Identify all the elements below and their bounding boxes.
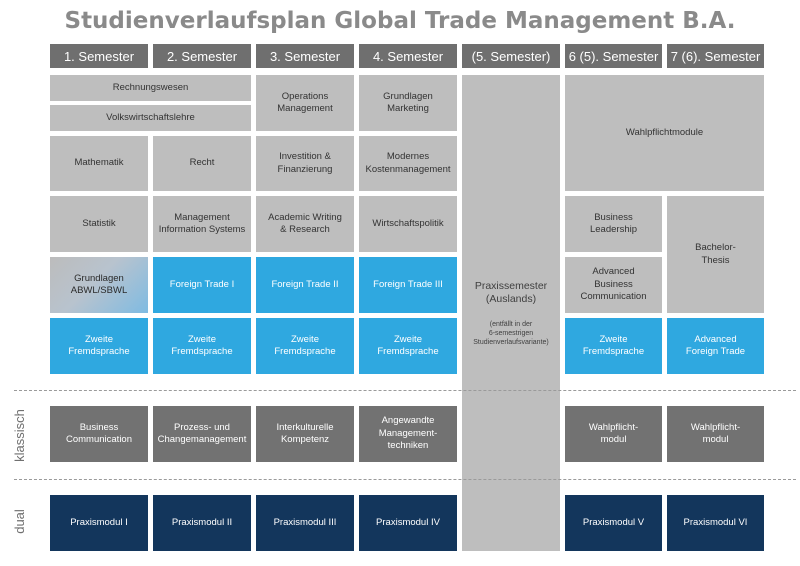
module-foreign-trade-2: Foreign Trade II <box>256 257 354 313</box>
module-kostenmanagement: Modernes Kostenmanagement <box>359 136 457 191</box>
module-wahlpflichtmodule: Wahlpflichtmodule <box>565 75 764 191</box>
module-rechnungswesen: Rechnungswesen <box>50 75 251 101</box>
module-foreign-trade-1: Foreign Trade I <box>153 257 251 313</box>
klassisch-module-3: Interkulturelle Kompetenz <box>256 406 354 462</box>
dual-praxismodul-2: Praxismodul II <box>153 495 251 551</box>
module-zweite-fremdsprache-2: Zweite Fremdsprache <box>153 318 251 374</box>
header-semester-2: 2. Semester <box>153 44 251 68</box>
module-zweite-fremdsprache-1: Zweite Fremdsprache <box>50 318 148 374</box>
praxissemester-note: (entfällt in der 6-semestrigen Studienve… <box>473 320 549 346</box>
module-zweite-fremdsprache-3: Zweite Fremdsprache <box>256 318 354 374</box>
module-business-leadership: Business Leadership <box>565 196 662 252</box>
header-semester-5: (5. Semester) <box>462 44 560 68</box>
module-volkswirtschaftslehre: Volkswirtschaftslehre <box>50 105 251 131</box>
klassisch-module-2: Prozess- und Changemanagement <box>153 406 251 462</box>
module-advanced-foreign-trade: Advanced Foreign Trade <box>667 318 764 374</box>
track-label-klassisch: klassisch <box>11 408 27 462</box>
track-label-dual: dual <box>11 508 27 534</box>
praxissemester-label: Praxissemester (Auslands) <box>474 279 548 305</box>
module-management-information-systems: Management Information Systems <box>153 196 251 252</box>
module-zweite-fremdsprache-4: Zweite Fremdsprache <box>359 318 457 374</box>
module-statistik: Statistik <box>50 196 148 252</box>
module-investition-finanzierung: Investition & Finanzierung <box>256 136 354 191</box>
dual-praxismodul-1: Praxismodul I <box>50 495 148 551</box>
module-bachelor-thesis: Bachelor- Thesis <box>667 196 764 313</box>
module-wirtschaftspolitik: Wirtschaftspolitik <box>359 196 457 252</box>
dual-praxismodul-6: Praxismodul VI <box>667 495 764 551</box>
module-recht: Recht <box>153 136 251 191</box>
module-zweite-fremdsprache-6: Zweite Fremdsprache <box>565 318 662 374</box>
header-semester-6: 6 (5). Semester <box>565 44 662 68</box>
header-semester-7: 7 (6). Semester <box>667 44 764 68</box>
module-operations-management: Operations Management <box>256 75 354 131</box>
dual-praxismodul-3: Praxismodul III <box>256 495 354 551</box>
module-advanced-business-communication: Advanced Business Communication <box>565 257 662 313</box>
module-grundlagen-abwl-sbwl: Grundlagen ABWL/SBWL <box>50 257 148 313</box>
page-title: Studienverlaufsplan Global Trade Managem… <box>64 8 736 34</box>
separator-klassisch <box>14 390 796 391</box>
klassisch-module-4: Angewandte Management- techniken <box>359 406 457 462</box>
dual-praxismodul-5: Praxismodul V <box>565 495 662 551</box>
praxissemester-column: Praxissemester (Auslands) (entfällt in d… <box>462 75 560 551</box>
klassisch-module-7: Wahlpflicht- modul <box>667 406 764 462</box>
klassisch-module-1: Business Communication <box>50 406 148 462</box>
header-semester-4: 4. Semester <box>359 44 457 68</box>
header-semester-3: 3. Semester <box>256 44 354 68</box>
header-semester-1: 1. Semester <box>50 44 148 68</box>
module-foreign-trade-3: Foreign Trade III <box>359 257 457 313</box>
separator-dual <box>14 479 796 480</box>
module-grundlagen-marketing: Grundlagen Marketing <box>359 75 457 131</box>
klassisch-module-6: Wahlpflicht- modul <box>565 406 662 462</box>
dual-praxismodul-4: Praxismodul IV <box>359 495 457 551</box>
module-academic-writing: Academic Writing & Research <box>256 196 354 252</box>
module-mathematik: Mathematik <box>50 136 148 191</box>
